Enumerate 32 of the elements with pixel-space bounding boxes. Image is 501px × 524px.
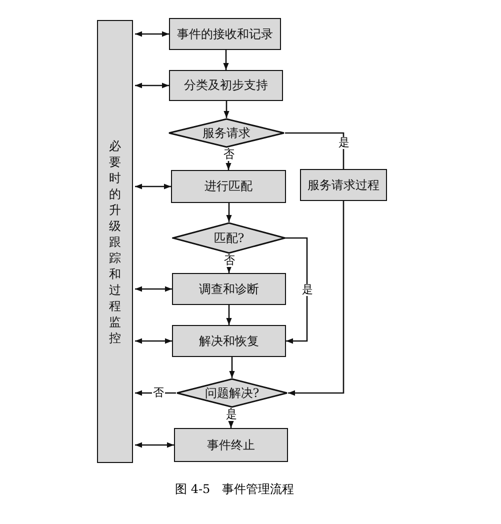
- arrow: [226, 203, 232, 222]
- edge-label: 否: [223, 255, 236, 267]
- arrow: [226, 305, 232, 325]
- arrow: [286, 237, 308, 344]
- arrow: [135, 442, 174, 448]
- edge-label: 是: [225, 409, 238, 421]
- process-box: 调查和诊断: [172, 273, 286, 305]
- arrow: [135, 338, 172, 344]
- arrow: [135, 31, 169, 37]
- process-box: 分类及初步支持: [169, 70, 283, 101]
- arrow: [224, 101, 230, 118]
- edge-label: 是: [338, 137, 350, 149]
- process-box: 服务请求过程: [300, 169, 387, 201]
- edge-label: 是: [301, 284, 314, 296]
- connector-line: [285, 132, 344, 169]
- process-box: 进行匹配: [171, 170, 286, 203]
- arrow: [223, 50, 229, 70]
- edge-label: 否: [152, 387, 165, 399]
- caption: 图 4-5 事件管理流程: [175, 481, 294, 498]
- decision-diamond: 服务请求: [168, 118, 285, 148]
- decision-diamond: 问题解决?: [176, 378, 288, 408]
- process-box: 解决和恢复: [172, 325, 286, 357]
- process-box: 事件的接收和记录: [169, 18, 281, 50]
- arrow: [288, 201, 344, 396]
- arrow: [135, 286, 172, 292]
- arrow: [229, 357, 235, 378]
- decision-diamond: 匹配?: [172, 222, 286, 254]
- arrow: [135, 184, 171, 190]
- side-bar: 必要时的升级跟踪和过程监控: [97, 20, 133, 463]
- edge-label: 否: [222, 149, 236, 161]
- arrow: [135, 82, 169, 88]
- process-box: 事件终止: [174, 428, 288, 462]
